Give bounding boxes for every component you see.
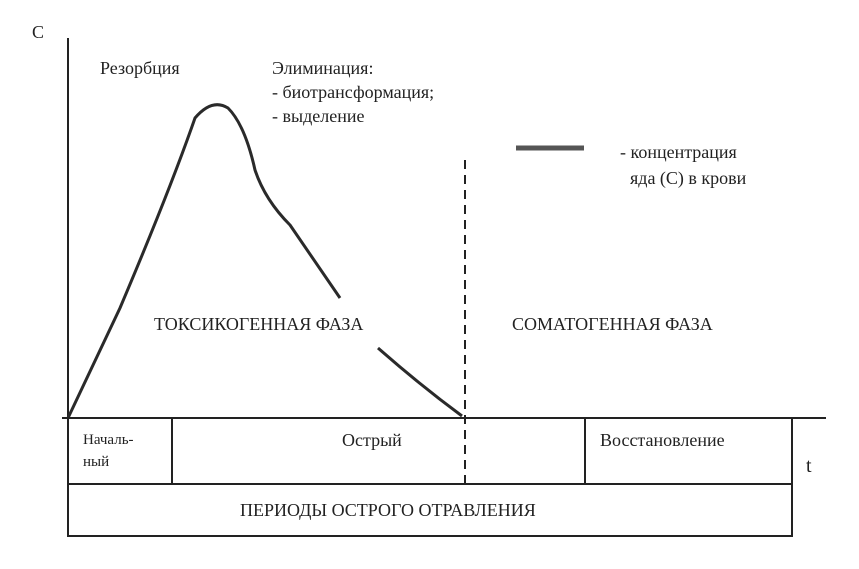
legend-text-line-2: яда (С) в крови (630, 168, 747, 189)
legend-text-line-1: - концентрация (620, 142, 737, 162)
period-initial-line-2: ный (83, 454, 109, 470)
periods-footer-box (67, 483, 793, 537)
elimination-item-biotransformation: - биотрансформация; (272, 82, 434, 102)
periods-row-box (67, 417, 793, 485)
concentration-curve-tail (377, 346, 463, 418)
somatogenic-phase-label: СОМАТОГЕННАЯ ФАЗА (512, 314, 713, 334)
resorption-label: Резорбция (100, 58, 180, 78)
period-initial-line-1: Началь- (83, 432, 134, 448)
elimination-title: Элиминация: (272, 58, 373, 78)
elimination-item-excretion: - выделение (272, 106, 364, 126)
x-axis-label: t (806, 455, 812, 477)
periods-footer-label: ПЕРИОДЫ ОСТРОГО ОТРАВЛЕНИЯ (240, 500, 536, 520)
concentration-curve (66, 103, 342, 419)
toxicogenic-phase-label: ТОКСИКОГЕННАЯ ФАЗА (154, 314, 363, 334)
period-recovery-label: Восстановление (600, 430, 725, 450)
period-acute-label: Острый (342, 430, 402, 450)
y-axis-label: C (32, 22, 44, 42)
